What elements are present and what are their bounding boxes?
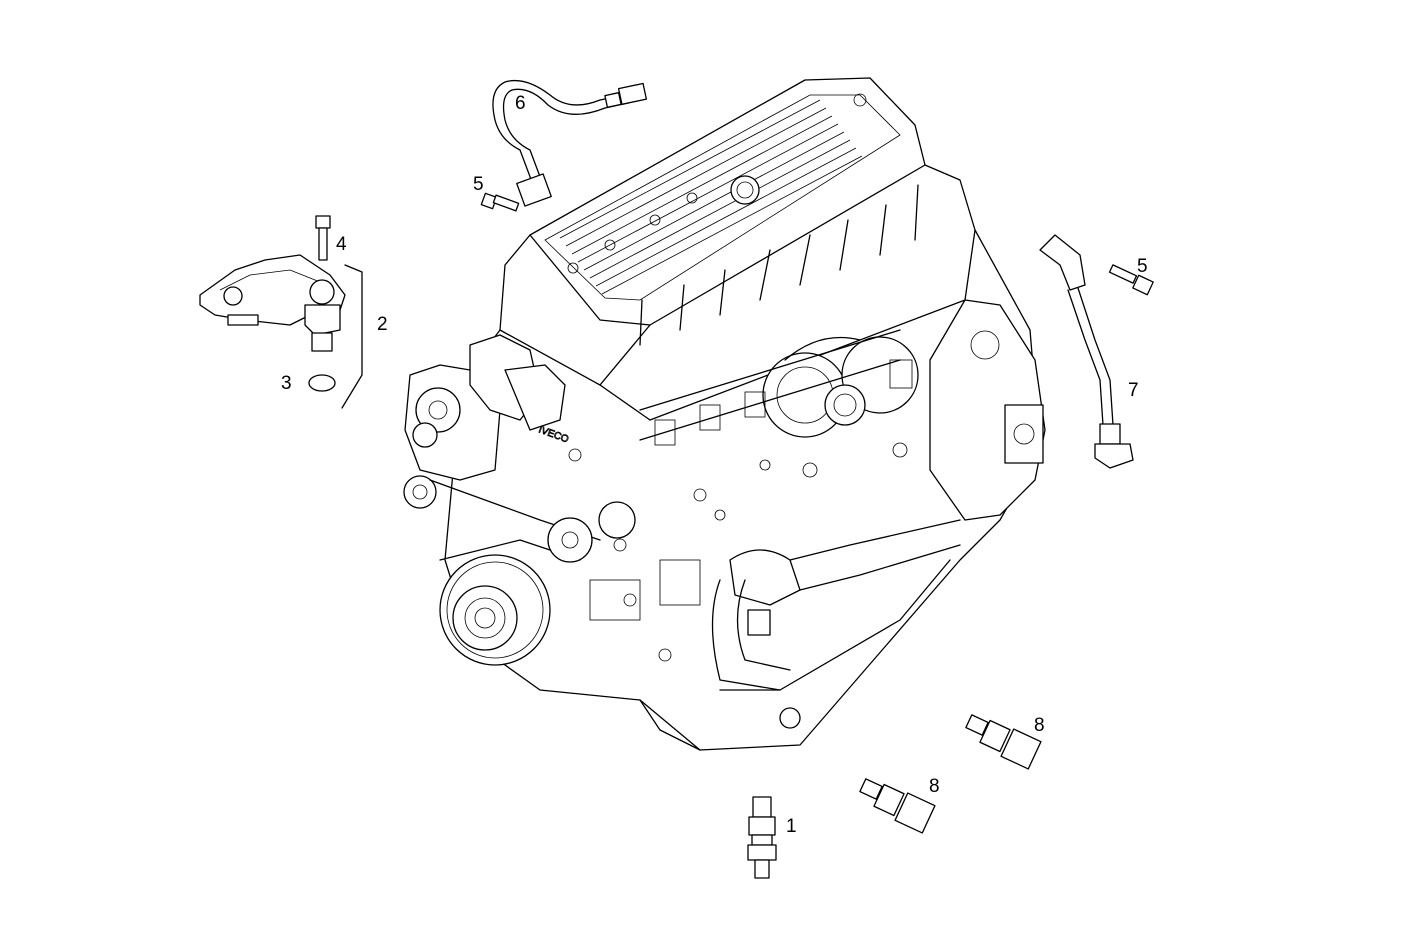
part-7-cable-sensor (1039, 234, 1134, 469)
callout-8-upper: 8 (1034, 715, 1045, 736)
callout-5-right: 5 (1137, 256, 1148, 277)
part-3-o-ring (308, 374, 336, 392)
callout-6: 6 (515, 93, 526, 114)
part-4-bolt (315, 215, 331, 261)
engine-block-drawing: IVECO (403, 77, 1046, 751)
callout-2: 2 (377, 314, 388, 335)
part-8-temperature-sensor-a (965, 714, 1042, 770)
part-2-sensor-assembly (199, 254, 346, 352)
part-5-bolt-right (1108, 264, 1154, 296)
part-1-pressure-sensor (747, 796, 777, 879)
callout-8-lower: 8 (929, 776, 940, 797)
callout-3: 3 (281, 373, 292, 394)
part-6-cable-sensor (492, 79, 648, 207)
part-8-temperature-sensor-b (859, 778, 936, 834)
brand-text: IVECO (537, 424, 570, 445)
group-bracket (341, 264, 363, 409)
callout-4: 4 (336, 234, 347, 255)
callout-7: 7 (1128, 380, 1139, 401)
callout-5-left: 5 (473, 174, 484, 195)
part-5-bolt-left (480, 192, 520, 212)
callout-1: 1 (786, 816, 797, 837)
